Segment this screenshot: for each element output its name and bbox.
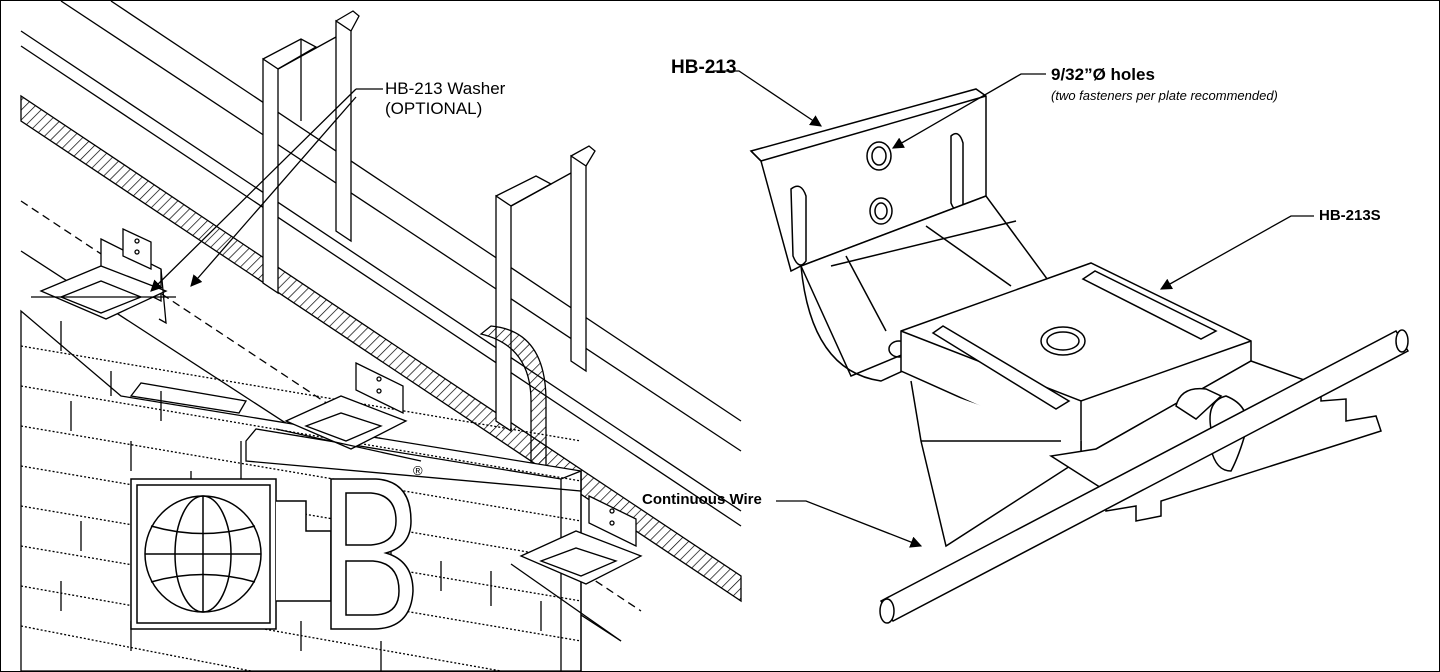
wall-assembly: ® (20, 1, 742, 671)
holes-note-label: (two fasteners per plate recommended) (1051, 88, 1278, 103)
washer-label: HB-213 Washer (OPTIONAL) (385, 79, 505, 118)
hb213-label: HB-213 (671, 57, 737, 78)
wall-tie-3 (510, 494, 643, 642)
hb213s-label: HB-213S (1319, 207, 1381, 224)
wall-tie-2 (275, 361, 422, 462)
logo-registered-mark: ® (413, 463, 423, 478)
hb-logo (130, 478, 414, 630)
wall-tie-1 (31, 227, 176, 325)
washer-label-line1: HB-213 Washer (385, 79, 506, 98)
steel-stud-2 (495, 145, 596, 433)
steel-stud-1 (262, 10, 360, 295)
tie-detail (749, 88, 1410, 624)
continuous-wire-label: Continuous Wire (642, 491, 762, 508)
holes-label: 9/32”Ø holes (1051, 65, 1155, 84)
washer-label-line2: (OPTIONAL) (385, 98, 483, 118)
